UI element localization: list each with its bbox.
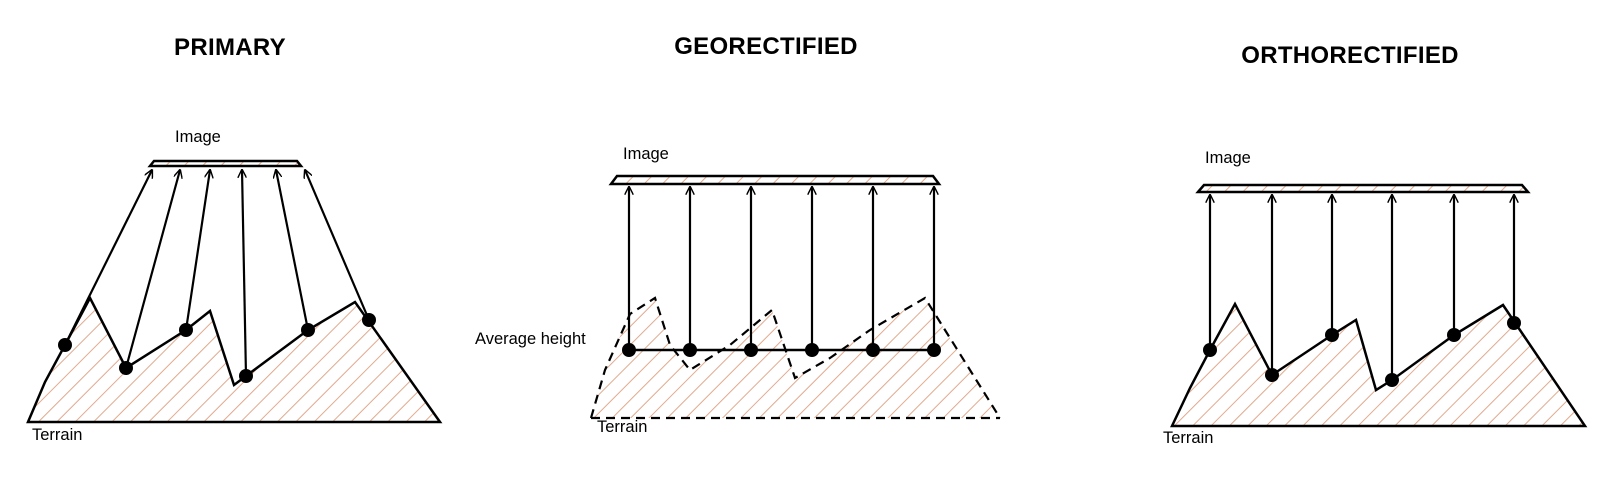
terrain-georectified: [591, 298, 1000, 418]
projection-ray: [242, 170, 248, 377]
image-plane-georectified: [608, 174, 942, 186]
terrain-point: [301, 323, 315, 337]
average-height-point: [744, 343, 758, 357]
projection-ray: [305, 170, 371, 321]
terrain-orthorectified: [1170, 301, 1588, 428]
terrain-primary: [26, 295, 443, 424]
terrain-point: [362, 313, 376, 327]
image-plane-orthorectified: [1195, 183, 1531, 194]
average-height-point: [866, 343, 880, 357]
terrain-point: [1385, 373, 1399, 387]
panel-primary: [26, 159, 443, 424]
projection-ray: [124, 170, 180, 369]
terrain-point: [1447, 328, 1461, 342]
terrain-point: [179, 323, 193, 337]
image-label-georectified: Image: [623, 145, 669, 163]
terrain-label-primary: Terrain: [32, 426, 83, 444]
terrain-label-georectified: Terrain: [597, 418, 648, 436]
terrain-point: [1507, 316, 1521, 330]
terrain-point: [1203, 343, 1217, 357]
image-label-primary: Image: [175, 128, 221, 146]
panel-title-georectified: GEORECTIFIED: [674, 33, 858, 60]
image-label-orthorectified: Image: [1205, 149, 1251, 167]
terrain-label-orthorectified: Terrain: [1163, 429, 1214, 447]
panel-title-orthorectified: ORTHORECTIFIED: [1241, 42, 1459, 69]
terrain-point: [1325, 328, 1339, 342]
terrain-point: [239, 369, 253, 383]
average-height-point: [683, 343, 697, 357]
panel-title-primary: PRIMARY: [174, 34, 286, 61]
average-height-label: Average height: [475, 330, 586, 348]
projection-ray: [184, 170, 210, 331]
image-plane-primary: [147, 159, 304, 168]
projection-ray: [276, 170, 310, 331]
projection-ray: [64, 170, 152, 346]
terrain-point: [58, 338, 72, 352]
terrain-point: [119, 361, 133, 375]
average-height-point: [805, 343, 819, 357]
average-height-point: [622, 343, 636, 357]
terrain-point: [1265, 368, 1279, 382]
panel-georectified: [589, 174, 1001, 420]
average-height-point: [927, 343, 941, 357]
panel-orthorectified: [1170, 183, 1588, 428]
